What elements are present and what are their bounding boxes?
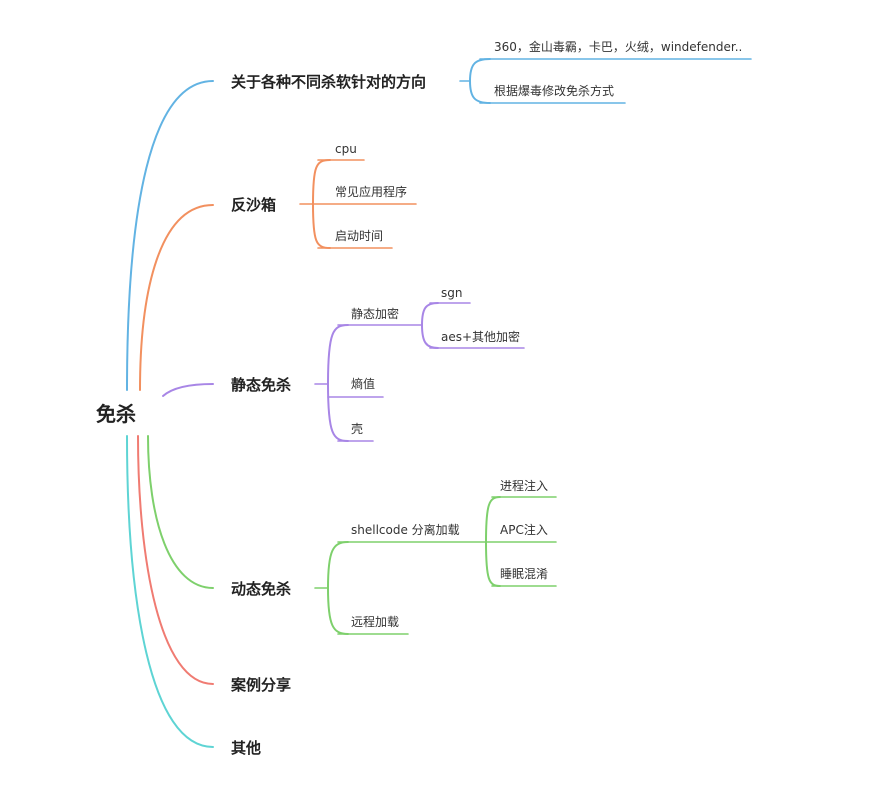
edge-root-topic-1 bbox=[126, 80, 214, 391]
edge-root-topic-2 bbox=[139, 204, 214, 391]
topic-3-children bbox=[314, 302, 525, 442]
topic-2-children bbox=[299, 159, 417, 249]
topic-1-children bbox=[459, 58, 752, 104]
edge-to-child bbox=[327, 541, 349, 589]
edge-root-topic-6 bbox=[126, 435, 214, 748]
edge-to-child bbox=[327, 383, 349, 442]
node-boot-time[interactable]: 启动时间 bbox=[335, 229, 383, 243]
topic-static-evasion[interactable]: 静态免杀 bbox=[231, 376, 291, 394]
node-process-injection[interactable]: 进程注入 bbox=[500, 478, 548, 493]
topic-4-children bbox=[314, 496, 557, 635]
node-sgn[interactable]: sgn bbox=[441, 286, 462, 300]
edge-to-child bbox=[485, 496, 501, 543]
root-topic[interactable]: 免杀 bbox=[96, 402, 136, 426]
node-apc-injection[interactable]: APC注入 bbox=[500, 522, 548, 537]
topic-antivirus-directions[interactable]: 关于各种不同杀软针对的方向 bbox=[231, 73, 426, 91]
node-packer[interactable]: 壳 bbox=[351, 422, 363, 436]
node-static-encryption[interactable]: 静态加密 bbox=[351, 306, 399, 321]
node-modify-by-detection[interactable]: 根据爆毒修改免杀方式 bbox=[494, 83, 614, 98]
topic-dynamic-evasion[interactable]: 动态免杀 bbox=[231, 580, 291, 598]
topic-anti-sandbox[interactable]: 反沙箱 bbox=[231, 196, 276, 214]
node-entropy[interactable]: 熵值 bbox=[351, 376, 375, 391]
node-shellcode-separation[interactable]: shellcode 分离加载 bbox=[351, 522, 460, 537]
node-remote-loading[interactable]: 远程加载 bbox=[351, 614, 399, 629]
edge-to-child bbox=[327, 324, 349, 385]
node-sleep-obfuscation[interactable]: 睡眠混淆 bbox=[500, 567, 548, 581]
topic-other[interactable]: 其他 bbox=[231, 739, 261, 757]
edge-to-child bbox=[421, 302, 439, 326]
edge-to-child bbox=[469, 58, 491, 82]
edge-root-topic-3 bbox=[162, 383, 214, 397]
edge-root-topic-5 bbox=[137, 435, 214, 685]
edge-to-child bbox=[312, 203, 331, 249]
edge-to-child bbox=[421, 324, 439, 349]
node-cpu[interactable]: cpu bbox=[335, 142, 357, 156]
node-aes-encryption[interactable]: aes+其他加密 bbox=[441, 329, 520, 344]
topic-case-sharing[interactable]: 案例分享 bbox=[230, 676, 291, 694]
edge-to-child bbox=[312, 159, 331, 205]
node-common-apps[interactable]: 常见应用程序 bbox=[335, 184, 407, 199]
edge-to-child bbox=[469, 80, 491, 104]
edge-to-child bbox=[327, 587, 349, 635]
edge-root-topic-4 bbox=[147, 435, 214, 589]
node-antivirus-list[interactable]: 360，金山毒霸，卡巴，火绒，windefender.. bbox=[494, 39, 742, 54]
edge-to-child bbox=[485, 541, 501, 587]
